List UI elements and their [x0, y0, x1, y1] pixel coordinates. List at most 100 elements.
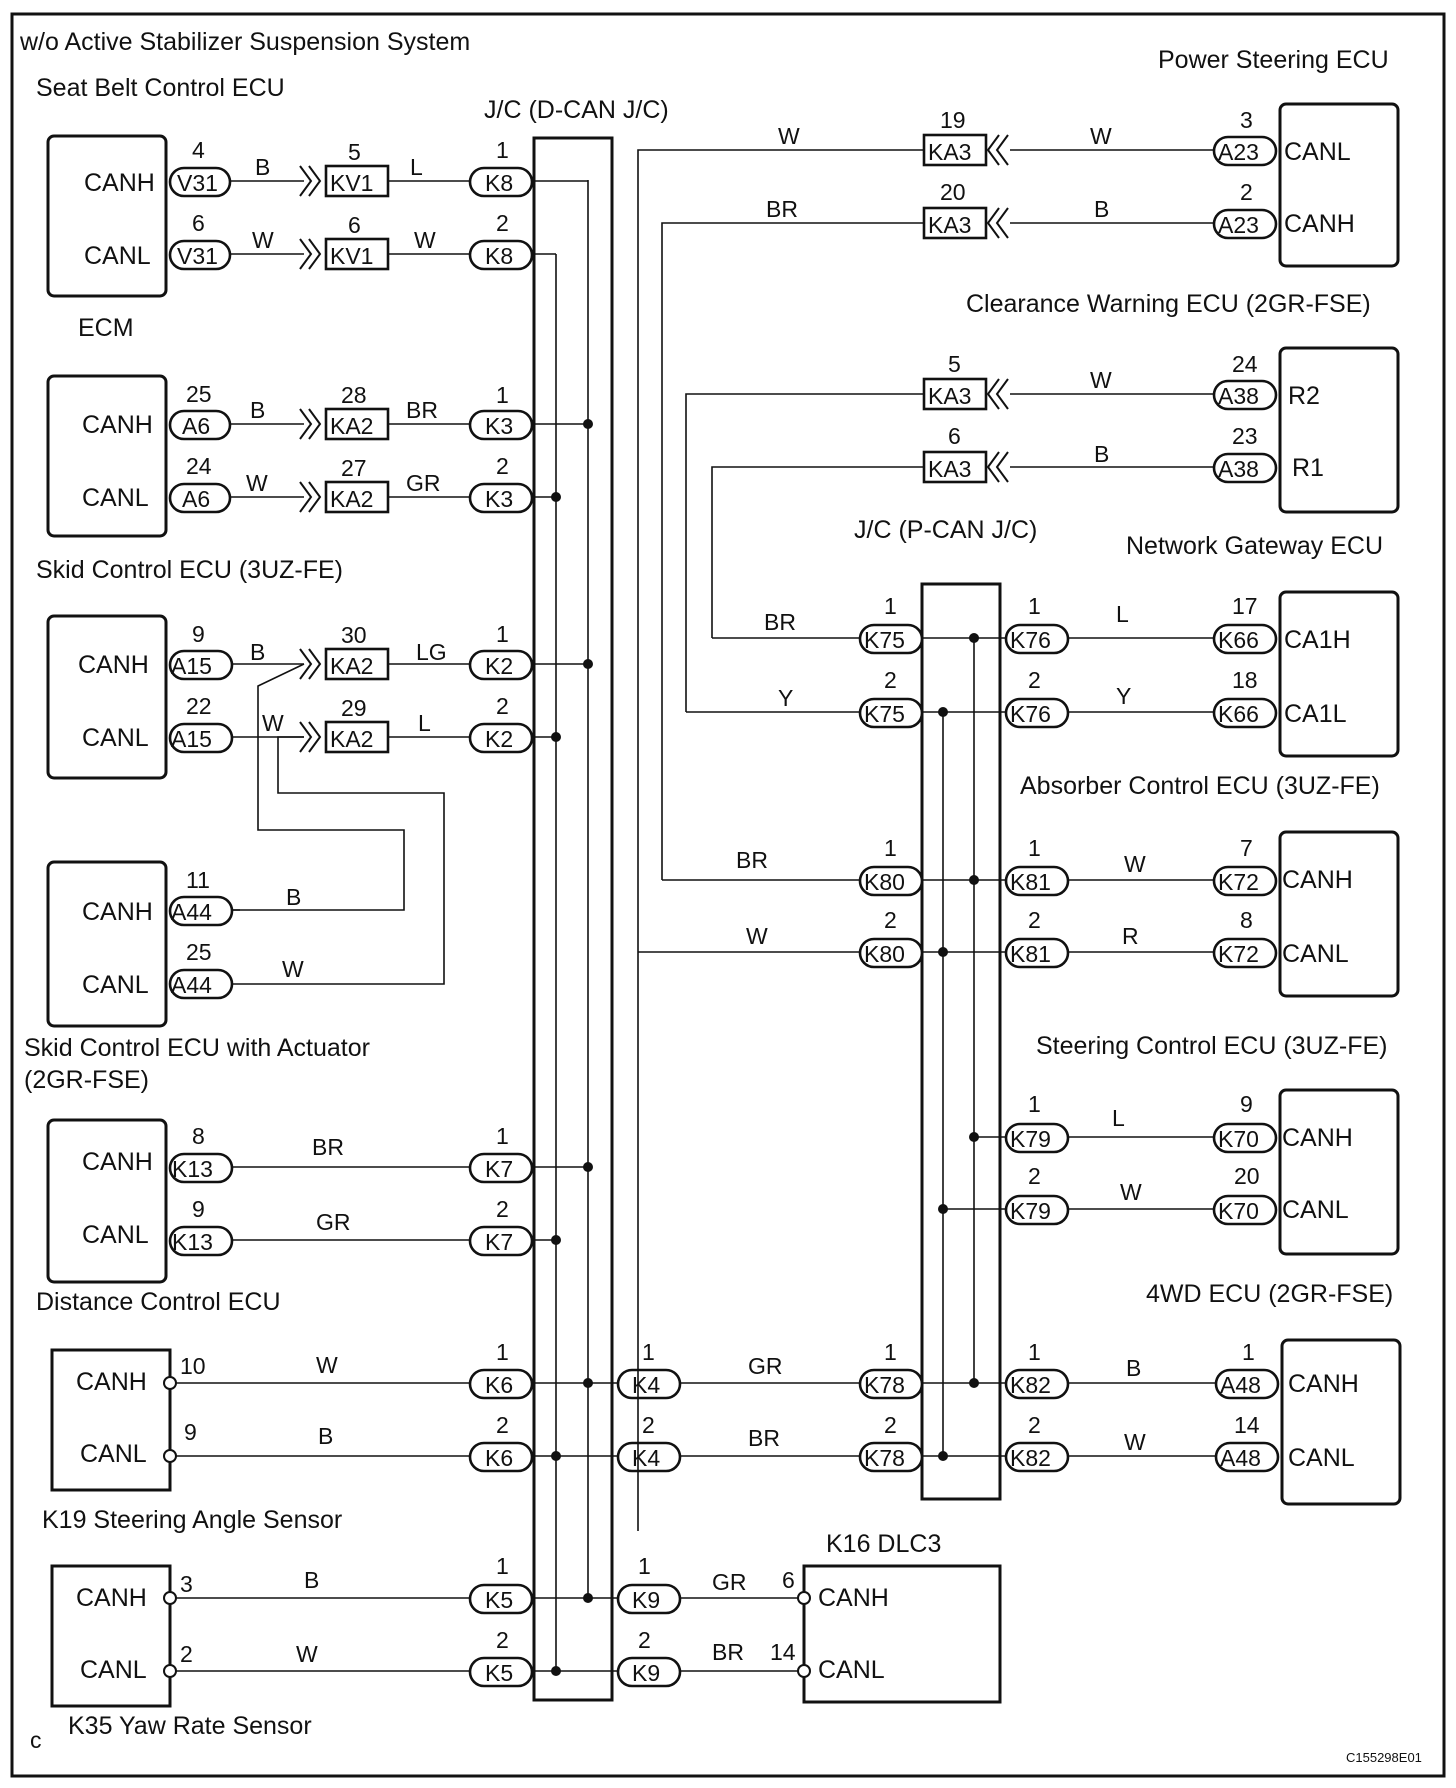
yaw-canh: CANH [76, 1584, 147, 1612]
conn-k13-2: K13 [172, 1229, 213, 1255]
conn-k8-2: K8 [485, 243, 513, 269]
network-gateway-ecu [1278, 590, 1400, 758]
dcan-jc-label: J/C (D-CAN J/C) [484, 96, 669, 124]
absorber-control-ecu [1278, 830, 1400, 998]
pin: 1 [1028, 1339, 1041, 1365]
conn-v31-2: V31 [177, 243, 218, 269]
conn-ka3: KA3 [928, 139, 971, 165]
wire-color: GR [748, 1353, 783, 1379]
conn-ka3: KA3 [928, 212, 971, 238]
conn-k8-1: K8 [485, 170, 513, 196]
pin: 18 [1232, 667, 1258, 693]
pin: 17 [1232, 593, 1258, 619]
dlc3-title: K16 DLC3 [826, 1530, 941, 1558]
pin: 10 [180, 1353, 206, 1379]
pin: 1 [496, 137, 509, 163]
skid-actuator-title-1: Skid Control ECU with Actuator [24, 1034, 370, 1062]
conn-k3-1: K3 [485, 413, 513, 439]
wire-color: W [1090, 123, 1112, 149]
pin: 2 [642, 1412, 655, 1438]
wire-color: W [1124, 1429, 1146, 1455]
wire-color: B [250, 397, 265, 423]
conn-a23-2: A23 [1218, 212, 1259, 238]
conn-a48-2: A48 [1220, 1445, 1261, 1471]
figure-code: C155298E01 [1346, 1750, 1422, 1765]
pin: 20 [1234, 1163, 1260, 1189]
pin: 24 [186, 453, 212, 479]
wire-color: BR [406, 397, 438, 423]
skact-canl: CANL [82, 971, 149, 999]
wire-color: W [246, 470, 268, 496]
pin: 2 [496, 1627, 509, 1653]
pin: 27 [341, 455, 367, 481]
pin: 22 [186, 693, 212, 719]
dcan-jc [532, 136, 614, 1702]
pin: 2 [496, 1196, 509, 1222]
wire-color: GR [316, 1209, 351, 1235]
pin: 4 [192, 137, 205, 163]
conn-ka2: KA2 [330, 653, 373, 679]
abs-canl: CANL [1282, 940, 1349, 968]
wire-color: W [1120, 1179, 1142, 1205]
pin: 2 [1028, 1412, 1041, 1438]
wire-color: W [414, 227, 436, 253]
conn-kv1-2: KV1 [330, 243, 373, 269]
pin: 24 [1232, 351, 1258, 377]
pin: 11 [186, 867, 210, 893]
conn-a15-1: A15 [171, 653, 212, 679]
pcan-jc [920, 582, 1002, 1501]
pin: 9 [184, 1419, 197, 1445]
pin: 1 [1242, 1339, 1255, 1365]
pin: 29 [341, 695, 367, 721]
conn-k7-1: K7 [485, 1156, 513, 1182]
pin: 19 [940, 107, 966, 133]
pin: 6 [192, 210, 205, 236]
conn-v31-1: V31 [177, 170, 218, 196]
pin: 2 [1028, 667, 1041, 693]
conn-k2-2: K2 [485, 726, 513, 752]
pin: 25 [186, 939, 212, 965]
conn-ka3: KA3 [928, 383, 971, 409]
conn-k78-2: K78 [864, 1445, 905, 1471]
seat-belt-ecu [46, 134, 168, 298]
wire-color: W [252, 227, 274, 253]
conn-k3-2: K3 [485, 486, 513, 512]
conn-ka3: KA3 [928, 456, 971, 482]
cw-r2: R2 [1288, 382, 1320, 410]
ps-canh: CANH [1284, 210, 1355, 238]
wire-color: B [1094, 196, 1109, 222]
ecm [46, 374, 168, 538]
wire-color: B [250, 639, 265, 665]
skid-ecu [46, 614, 168, 780]
seat-belt-canh: CANH [84, 169, 155, 197]
conn-k70-1: K70 [1218, 1126, 1259, 1152]
wire-color: W [282, 956, 304, 982]
dlc3-canl: CANL [818, 1656, 885, 1684]
conn-k9-2: K9 [632, 1660, 660, 1686]
pin: 1 [1028, 835, 1041, 861]
conn-k66-2: K66 [1218, 701, 1259, 727]
pin: 2 [1028, 1163, 1041, 1189]
wire-color: B [304, 1567, 319, 1593]
wire-color: Y [1116, 683, 1131, 709]
pin: 20 [940, 179, 966, 205]
outer-frame [10, 12, 1446, 1778]
wire-color: B [1126, 1355, 1141, 1381]
clearance-warning-ecu [1278, 346, 1400, 514]
wire-color: W [296, 1641, 318, 1667]
pcan-jc-label: J/C (P-CAN J/C) [854, 516, 1037, 544]
clearance-title: Clearance Warning ECU (2GR-FSE) [966, 290, 1371, 318]
pin: 25 [186, 381, 212, 407]
conn-k72-1: K72 [1218, 869, 1259, 895]
conn-k75-1: K75 [864, 627, 905, 653]
conn-ka2: KA2 [330, 413, 373, 439]
conn-k13-1: K13 [172, 1156, 213, 1182]
absorber-title: Absorber Control ECU (3UZ-FE) [1020, 772, 1380, 800]
wire-color: W [316, 1352, 338, 1378]
conn-a6-2: A6 [182, 486, 210, 512]
skid-actuator-title-2: (2GR-FSE) [24, 1066, 149, 1094]
conn-k6-2: K6 [485, 1445, 513, 1471]
yaw-rate-sensor [50, 1564, 172, 1708]
conn-k76-2: K76 [1010, 701, 1051, 727]
